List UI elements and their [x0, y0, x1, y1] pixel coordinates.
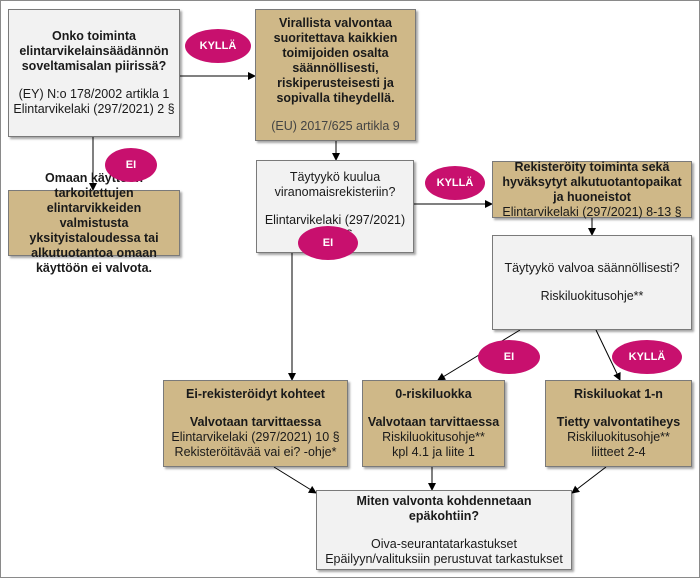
yes-pill-register: KYLLÄ: [425, 166, 485, 200]
no-pill-register: EI: [298, 226, 358, 260]
risk-classes-box: Riskiluokat 1-n Tietty valvontatiheys Ri…: [545, 380, 692, 467]
regular-control-question-box: Täytyykö valvoa säännöllisesti? Riskiluo…: [492, 235, 692, 330]
unregistered-sites-box: Ei-rekisteröidyt kohteet Valvotaan tarvi…: [163, 380, 348, 467]
registered-operations-box: Rekisteröity toiminta sekä hyväksytyt al…: [492, 159, 692, 219]
risk-classes-ref-1: Riskiluokitusohje**: [567, 430, 670, 444]
risk-classes-ref-2: liitteet 2-4: [591, 445, 646, 459]
targeting-title: Miten valvonta kohdennetaan epäkohtiin?: [356, 493, 532, 523]
register-question-ref-1: Elintarvikelaki (297/2021): [264, 213, 406, 227]
official-control-text: Virallista valvontaa suoritettava kaikki…: [273, 16, 398, 105]
regular-control-question-ref: Riskiluokitusohje**: [540, 289, 644, 303]
unregistered-sites-ref-1: Elintarvikelaki (297/2021) 10 §: [171, 430, 340, 444]
unregistered-sites-ref-2: Rekisteröitävää vai ei? -ohje*: [174, 445, 337, 459]
risk-classes-subtitle: Tietty valvontatiheys: [556, 415, 681, 429]
arrow-unregistered-to-targeting: [273, 466, 317, 494]
unregistered-sites-title: Ei-rekisteröidyt kohteet: [186, 387, 325, 401]
arrow-regular-to-risk: [595, 329, 621, 381]
no-pill-start: EI: [105, 148, 157, 182]
risk-classes-title: Riskiluokat 1-n: [574, 387, 663, 401]
zero-risk-ref-1: Riskiluokitusohje**: [382, 430, 485, 444]
zero-risk-ref-2: kpl 4.1 ja liite 1: [392, 445, 475, 459]
targeting-line-2: Epäilyyn/valituksiin perustuvat tarkastu…: [325, 551, 563, 566]
zero-risk-subtitle: Valvotaan tarvittaessa: [367, 415, 500, 429]
arrow-risk-to-targeting: [571, 466, 607, 494]
zero-risk-title: 0-riskiluokka: [395, 387, 472, 401]
unregistered-sites-subtitle: Valvotaan tarvittaessa: [189, 415, 322, 429]
yes-pill-regular: KYLLÄ: [612, 340, 682, 374]
registered-operations-title: Rekisteröity toiminta sekä hyväksytyt al…: [502, 159, 682, 204]
targeting-box: Miten valvonta kohdennetaan epäkohtiin? …: [316, 490, 572, 570]
own-use-text: Omaan käyttöön tarkoitettujen elintarvik…: [29, 170, 159, 275]
yes-pill-start: KYLLÄ: [185, 29, 251, 63]
register-question-title: Täytyykö kuulua viranomaisrekisteriin?: [274, 170, 396, 199]
no-pill-regular: EI: [478, 340, 540, 374]
targeting-line-1: Oiva-seurantatarkastukset: [371, 536, 517, 551]
start-ref-1: (EY) N:o 178/2002 artikla 1: [18, 87, 170, 101]
own-use-box: Omaan käyttöön tarkoitettujen elintarvik…: [8, 171, 180, 275]
regular-control-question-title: Täytyykö valvoa säännöllisesti?: [504, 261, 680, 275]
official-control-ref: (EU) 2017/625 artikla 9: [271, 119, 400, 133]
start-question-box: Onko toiminta elintarvikelainsäädännön s…: [8, 9, 180, 137]
official-control-box: Virallista valvontaa suoritettava kaikki…: [255, 9, 416, 141]
registered-operations-ref: Elintarvikelaki (297/2021) 8-13 §: [502, 204, 682, 219]
zero-risk-box: 0-riskiluokka Valvotaan tarvittaessa Ris…: [362, 380, 505, 467]
start-ref-2: Elintarvikelaki (297/2021) 2 §: [13, 102, 175, 116]
start-question-title: Onko toiminta elintarvikelainsäädännön s…: [19, 29, 169, 73]
